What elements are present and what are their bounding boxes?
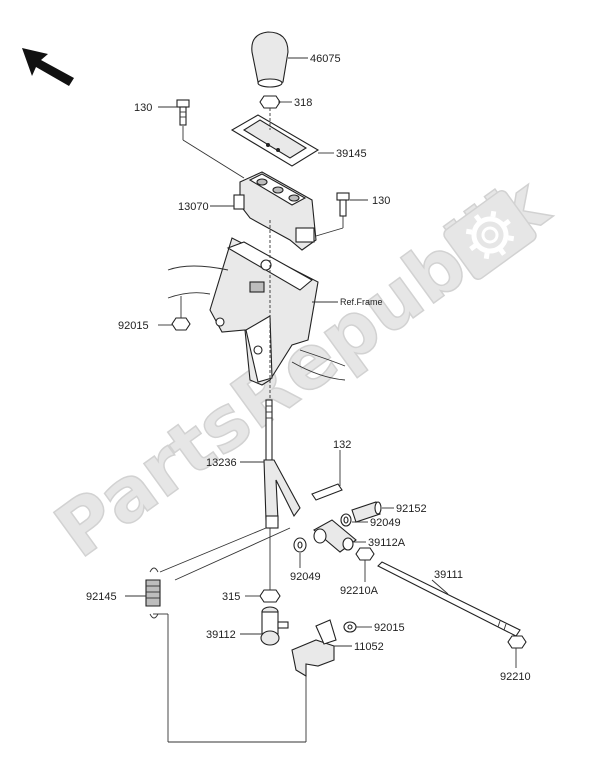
bracket-11052: [291, 619, 337, 677]
leader-lines: [125, 57, 517, 743]
label-ref-frame: Ref.Frame: [340, 297, 383, 307]
washer-92049-a: [340, 513, 352, 527]
label-92015-lower: 92015: [374, 622, 405, 634]
label-92152: 92152: [396, 503, 427, 515]
label-39111: 39111: [434, 569, 463, 581]
washer-92015-lower: [343, 621, 357, 633]
label-92145: 92145: [86, 591, 117, 603]
indicator-plate: [230, 114, 320, 167]
nut-315: [259, 589, 281, 603]
shift-lever: [263, 399, 301, 529]
label-39145: 39145: [336, 148, 367, 160]
gear-icon: [443, 190, 537, 280]
washer-92049-b: [293, 537, 307, 553]
label-13236: 13236: [206, 457, 237, 469]
label-11052: 11052: [354, 641, 384, 653]
label-46075: 46075: [310, 53, 341, 65]
label-92049-a: 92049: [370, 517, 401, 529]
label-130-upper: 130: [134, 102, 152, 114]
shifter-housing: [233, 171, 317, 251]
spring-92145: [145, 567, 161, 619]
part-labels: 46075 318 130 39145 13070 130 92015 Ref.…: [86, 53, 531, 683]
link-39112A: [313, 519, 357, 553]
label-130-right: 130: [372, 195, 390, 207]
label-92210A: 92210A: [340, 585, 379, 597]
nut-318: [259, 95, 281, 109]
bolt-132: [311, 483, 343, 501]
collar-92152: [351, 501, 382, 523]
nut-92210: [507, 635, 527, 649]
label-92049-b: 92049: [290, 571, 321, 583]
ball-joint-39112: [260, 606, 289, 646]
nut-92015-upper: [171, 317, 191, 331]
arrow-up-left-icon: [22, 48, 74, 86]
bolt-130-upper: [176, 99, 190, 126]
shift-knob: [251, 31, 289, 88]
label-39112A: 39112A: [368, 537, 406, 549]
nut-92210A: [355, 547, 375, 561]
label-315: 315: [222, 591, 240, 603]
label-39112: 39112: [206, 629, 236, 641]
label-92210: 92210: [500, 671, 531, 683]
bolt-130-right: [336, 192, 350, 217]
ref-frame-tube: [167, 265, 346, 381]
label-132: 132: [333, 439, 351, 451]
label-92015-upper: 92015: [118, 320, 149, 332]
tie-rod-39111: [377, 561, 521, 637]
label-13070: 13070: [178, 201, 209, 213]
label-318: 318: [294, 97, 312, 109]
